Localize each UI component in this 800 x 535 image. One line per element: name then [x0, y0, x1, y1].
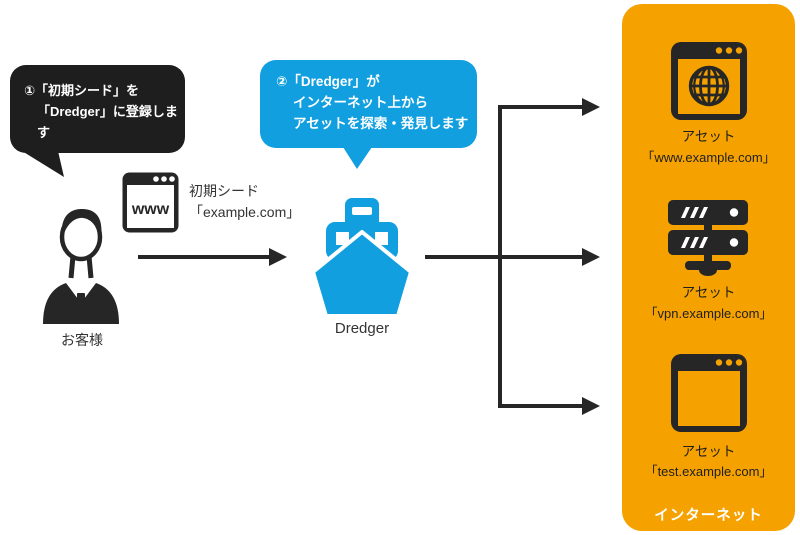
step1-line2: 「Dredger」に登録します — [37, 104, 178, 140]
asset2-title: アセット — [681, 285, 736, 300]
customer-person-icon — [43, 209, 119, 324]
arrow-dredger-to-panel-middle — [425, 255, 584, 259]
arrow-branch-bottom — [498, 404, 584, 408]
dredger-ship-icon — [312, 198, 412, 316]
browser-globe-icon — [671, 42, 747, 120]
step2-line3: アセットを探索・発見します — [293, 116, 469, 131]
seed-text: 初期シード 「example.com」 — [189, 181, 300, 223]
step1-line1: ①「初期シード」を — [24, 83, 140, 98]
step2-speech-bubble: ②「Dredger」が インターネット上から アセットを探索・発見します — [260, 60, 477, 148]
arrow-branch-top — [498, 105, 584, 109]
arrow-customer-to-dredger-head — [269, 248, 287, 266]
asset3-title: アセット — [681, 444, 736, 459]
seed-line2: 「example.com」 — [189, 204, 301, 220]
asset3-domain: 「test.example.com」 — [644, 464, 773, 479]
asset1-title: アセット — [681, 129, 736, 144]
customer-label: お客様 — [61, 332, 103, 348]
step1-speech-bubble: ①「初期シード」を 「Dredger」に登録します — [10, 65, 185, 153]
server-icon — [668, 200, 748, 276]
step1-bubble-tail — [22, 151, 64, 177]
arrow-middle-head — [582, 248, 600, 266]
dredger-label: Dredger — [334, 320, 390, 337]
step2-bubble-tail — [343, 147, 372, 169]
asset1-domain: 「www.example.com」 — [641, 150, 776, 165]
browser-window-icon — [671, 354, 747, 432]
step2-line1: ②「Dredger」が — [276, 74, 380, 89]
asset2-domain: 「vpn.example.com」 — [644, 306, 773, 321]
internet-panel: アセット 「www.example.com」 アセット 「vpn.example… — [622, 4, 795, 531]
step2-line2: インターネット上から — [293, 95, 428, 110]
seed-browser-www-icon: www — [122, 172, 179, 233]
arrow-top-head — [582, 98, 600, 116]
seed-line1: 初期シード — [189, 183, 259, 199]
arrow-bottom-head — [582, 397, 600, 415]
internet-label: インターネット — [654, 508, 763, 524]
seed-browser-text: www — [131, 201, 170, 218]
arrow-customer-to-dredger — [138, 255, 271, 259]
branch-vertical-line — [498, 105, 502, 408]
